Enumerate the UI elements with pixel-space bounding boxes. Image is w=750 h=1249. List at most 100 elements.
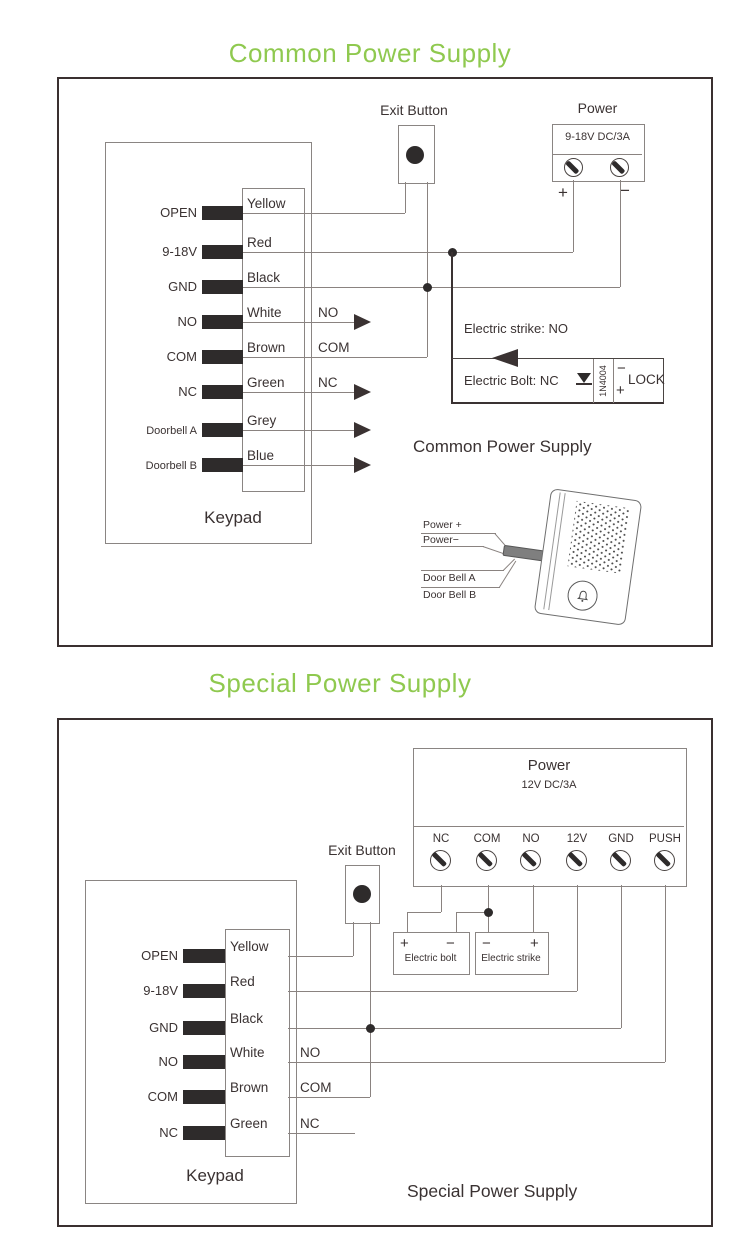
junction-dot — [366, 1024, 375, 1033]
arrow-right-icon — [354, 384, 371, 400]
junction-dot — [484, 908, 493, 917]
terminal-block — [183, 949, 225, 963]
wire — [427, 182, 428, 357]
electric-bolt-box — [393, 932, 470, 975]
common-caption: Common Power Supply — [413, 437, 592, 456]
keypad-label: Keypad — [186, 1166, 244, 1185]
wire-brown — [288, 1097, 370, 1098]
wire-blue — [243, 465, 356, 466]
terminal-label: NO — [158, 1054, 179, 1069]
wire — [573, 180, 574, 252]
power-label: Power — [527, 757, 571, 774]
wire-color-label: Black — [247, 270, 281, 285]
doorbell-rule — [421, 533, 496, 534]
screw-terminal-icon — [564, 158, 583, 177]
power-rating: 9-18V DC/3A — [565, 131, 630, 143]
terminal-block — [183, 1021, 225, 1035]
terminal-block — [202, 280, 243, 294]
wire-red — [243, 252, 573, 253]
terminal-block — [183, 984, 225, 998]
doorbell-device — [533, 488, 643, 626]
output-label: NC — [318, 375, 338, 390]
arrow-right-icon — [354, 422, 371, 438]
wire — [407, 912, 441, 913]
power-label: Power — [577, 100, 618, 116]
plus-sign: + — [558, 183, 568, 202]
common-title: Common Power Supply — [228, 38, 512, 68]
terminal-block — [202, 206, 243, 220]
wire-to-lock — [451, 252, 453, 359]
wire — [456, 912, 457, 932]
bolt-minus: − — [446, 935, 455, 952]
minus-sign: − — [620, 181, 630, 200]
power-supply-box — [552, 124, 645, 182]
diode-bar — [576, 383, 592, 385]
lock-divider — [613, 359, 614, 403]
wire-color-label: Green — [230, 1116, 268, 1131]
bolt-plus: + — [400, 935, 409, 952]
doorbell-rule — [421, 587, 500, 588]
screw-terminal-icon — [610, 158, 629, 177]
output-label: NO — [300, 1045, 321, 1060]
exit-button-dot — [353, 885, 371, 903]
terminal-label: NC — [159, 1125, 178, 1140]
wire — [441, 885, 442, 912]
terminal-label: Doorbell A — [146, 425, 197, 437]
doorbell-line-label: Door Bell A — [423, 572, 476, 584]
bolt-note: Electric Bolt: NC — [464, 373, 559, 388]
wire-white — [243, 322, 356, 323]
strike-minus: − — [482, 935, 491, 952]
terminal-label: NO — [177, 314, 198, 329]
lock-box — [451, 358, 664, 404]
power-terminal-label: GND — [608, 833, 634, 845]
wire-color-label: Yellow — [230, 939, 269, 954]
terminal-label: COM — [147, 1089, 178, 1104]
power-rating: 12V DC/3A — [521, 779, 577, 791]
junction-dot — [423, 283, 432, 292]
wire-color-column — [242, 188, 305, 492]
wire-color-label: Green — [247, 375, 285, 390]
wire — [407, 912, 408, 932]
output-label: COM — [300, 1080, 332, 1095]
wire — [665, 885, 666, 1062]
bell-icon — [576, 590, 588, 602]
wire — [577, 885, 578, 991]
terminal-block — [202, 315, 243, 329]
diode-icon — [577, 373, 591, 383]
wire-green — [243, 392, 356, 393]
terminal-label: GND — [168, 279, 197, 294]
wire-yellow — [288, 956, 353, 957]
power-terminal-label: NC — [432, 833, 450, 845]
wire — [533, 885, 534, 932]
terminal-block — [202, 350, 243, 364]
terminal-label: OPEN — [141, 948, 178, 963]
screw-terminal-icon — [520, 850, 541, 871]
lock-minus: − — [617, 360, 626, 377]
terminal-label: OPEN — [160, 205, 197, 220]
screw-terminal-icon — [566, 850, 587, 871]
wire-color-label: Grey — [247, 413, 277, 428]
output-label: NC — [300, 1116, 320, 1131]
doorbell-rule — [421, 570, 504, 571]
strike-note: Electric strike: NO — [464, 321, 569, 336]
power-box-divider — [553, 154, 642, 155]
doorbell-line-label: Power + — [423, 519, 462, 531]
arrow-left-icon — [492, 349, 518, 367]
wire-color-label: White — [247, 305, 282, 320]
wire-color-label: Yellow — [247, 196, 286, 211]
exit-button-label: Exit Button — [380, 102, 448, 118]
power-terminal-label: COM — [473, 833, 501, 845]
doorbell-line-label: Door Bell B — [423, 589, 477, 601]
terminal-label: COM — [166, 349, 197, 364]
wire-color-label: Red — [247, 235, 272, 250]
wire-color-label: White — [230, 1045, 265, 1060]
wire-yellow — [243, 213, 405, 214]
strike-plus: + — [530, 935, 539, 952]
wire-color-label: Brown — [247, 340, 286, 355]
power-terminal-label: NO — [522, 833, 540, 845]
wire — [621, 885, 622, 1028]
wire-grey — [243, 430, 356, 431]
wire-color-label: Black — [230, 1011, 264, 1026]
power-box-divider — [414, 826, 684, 827]
